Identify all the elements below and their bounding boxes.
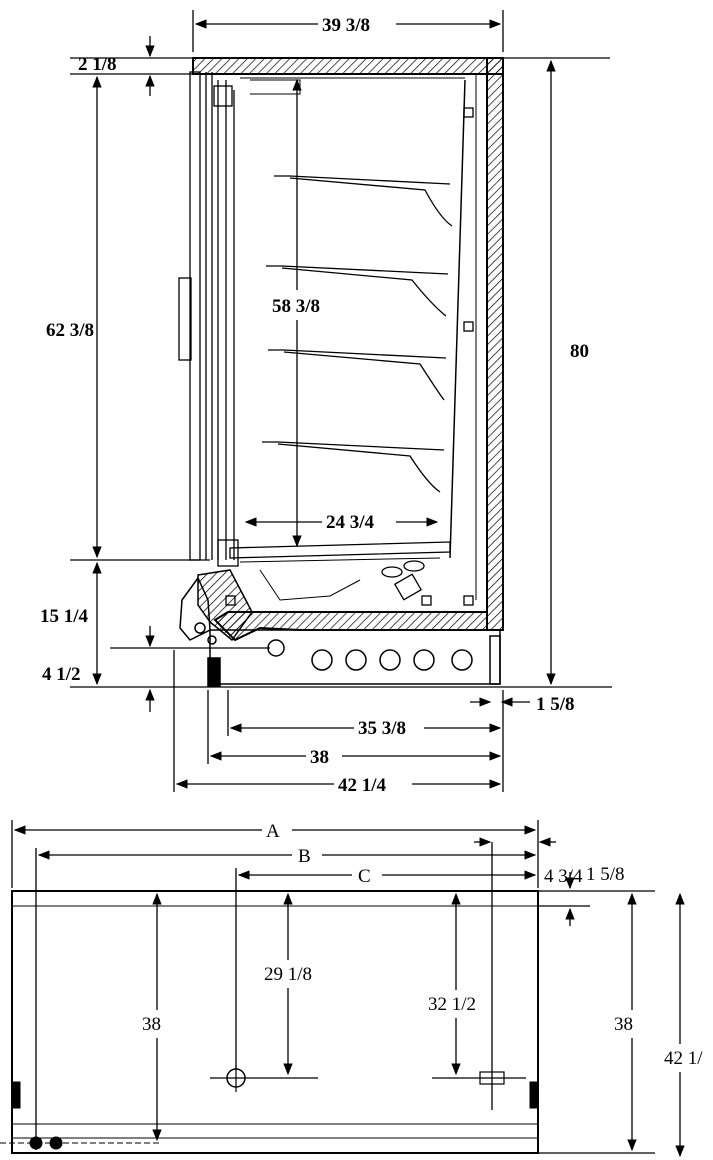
plan-view (0, 818, 713, 1158)
label-center-depth: 29 1/8 (264, 964, 312, 985)
label-dim-b: B (298, 846, 311, 867)
label-total-height: 80 (570, 341, 589, 362)
label-toe-height: 4 1/2 (42, 664, 81, 685)
label-base-height: 15 1/4 (40, 606, 89, 627)
label-top-gap: 2 1/8 (78, 54, 117, 75)
label-top-width: 39 3/8 (322, 15, 370, 36)
label-dim-c: C (358, 866, 371, 887)
label-dim-a: A (266, 821, 280, 842)
side-view-labels: 39 3/8 2 1/8 62 3/8 58 3/8 80 24 3/4 15 … (40, 15, 589, 796)
label-back-gap: 1 5/8 (586, 864, 625, 885)
shelves (262, 175, 453, 493)
side-view (70, 10, 612, 798)
label-overall-depth: 42 1/4 (338, 775, 387, 796)
dimension-lines (70, 10, 612, 792)
label-right-depth: 32 1/2 (428, 994, 476, 1015)
label-side-offset: 4 3/4 (544, 866, 583, 887)
label-shelf-depth: 24 3/4 (326, 512, 375, 533)
label-cabinet-depth: 38 (310, 747, 329, 768)
fan (381, 560, 425, 601)
label-right-depth-2: 38 (614, 1014, 633, 1035)
label-left-depth: 38 (142, 1014, 161, 1035)
plan-outline (11, 890, 539, 1154)
label-upper-height: 62 3/8 (46, 320, 94, 341)
liner-back (449, 79, 466, 559)
cabinet-shell (192, 57, 504, 642)
door (178, 71, 239, 567)
label-interior-height: 58 3/8 (272, 296, 320, 317)
plan-view-labels: A B C 1 5/8 38 29 1/8 32 1/2 4 3/4 38 42… (142, 821, 703, 1069)
label-bumper-depth: 1 5/8 (536, 694, 575, 715)
label-base-depth: 35 3/8 (358, 718, 406, 739)
label-overall-depth-plan: 42 1/ (664, 1048, 703, 1069)
